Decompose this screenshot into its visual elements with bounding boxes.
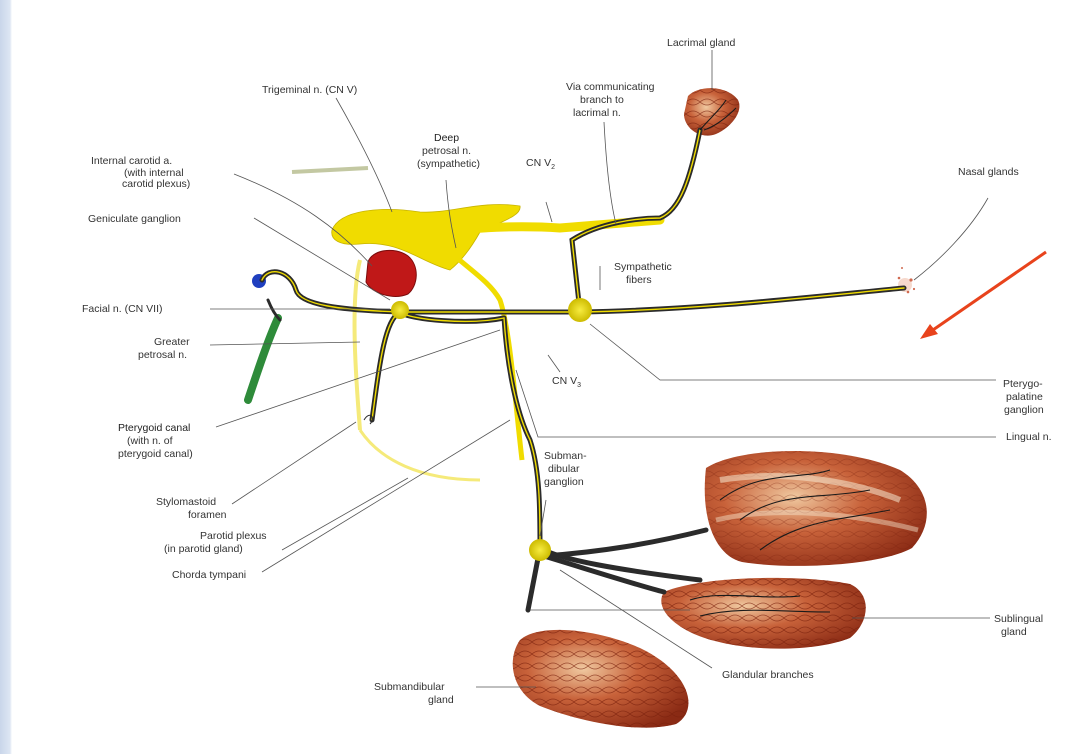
label-parotid-2: (in parotid gland) <box>164 543 243 555</box>
label-facial: Facial n. (CN VII) <box>82 303 163 315</box>
label-submandibular-gland-2: gland <box>428 694 454 706</box>
label-via-communicating-2: branch to <box>580 94 624 106</box>
facial-green-segment <box>248 318 278 400</box>
label-sympathetic-2: fibers <box>626 274 652 286</box>
lacrimal-gland-shape <box>684 88 739 135</box>
submandibular-ganglion <box>529 539 551 561</box>
label-pterygoid-canal-3: pterygoid canal) <box>118 448 193 460</box>
label-glandular: Glandular branches <box>722 669 814 681</box>
label-cn-v3-sub: 3 <box>577 382 581 389</box>
submandibular-gland-shape <box>513 630 689 728</box>
label-cn-v3-text: CN V <box>552 375 577 387</box>
label-sympathetic-1: Sympathetic <box>614 261 672 273</box>
geniculate-ganglion <box>391 301 409 319</box>
label-trigeminal: Trigeminal n. (CN V) <box>262 84 357 96</box>
parotid-like-gland-shape <box>705 451 927 566</box>
label-pterygopalatine-3: ganglion <box>1004 404 1044 416</box>
label-cn-v2-text: CN V <box>526 157 551 169</box>
sublingual-gland-shape <box>661 578 865 649</box>
label-via-communicating-1: Via communicating <box>566 81 655 93</box>
label-deep-petrosal-2: petrosal n. <box>422 145 471 157</box>
label-sublingual-1: Sublingual <box>994 613 1043 625</box>
label-pterygopalatine-1: Pterygo- <box>1003 378 1043 390</box>
label-cn-v2-sub: 2 <box>551 164 555 171</box>
label-chorda: Chorda tympani <box>172 569 246 581</box>
label-pterygoid-canal-2: (with n. of <box>127 435 173 447</box>
label-submandibular-ganglion-3: ganglion <box>544 476 584 488</box>
label-deep-petrosal-1: Deep <box>434 132 459 144</box>
label-cn-v3: CN V3 <box>552 375 581 389</box>
label-via-communicating-3: lacrimal n. <box>573 107 621 119</box>
label-parotid-1: Parotid plexus <box>200 530 267 542</box>
label-geniculate: Geniculate ganglion <box>88 213 181 225</box>
label-pterygopalatine-2: palatine <box>1006 391 1043 403</box>
label-lingual: Lingual n. <box>1006 431 1052 443</box>
trigeminal-nerve-shape <box>332 204 660 480</box>
label-greater-petrosal-2: petrosal n. <box>138 349 187 361</box>
pterygopalatine-ganglion <box>568 298 592 322</box>
internal-carotid-artery-shape <box>366 250 416 296</box>
label-submandibular-gland-1: Submandibular <box>374 681 445 693</box>
label-internal-carotid-3: carotid plexus) <box>122 178 190 190</box>
label-sublingual-2: gland <box>1001 626 1027 638</box>
label-greater-petrosal-1: Greater <box>154 336 190 348</box>
red-annotation-arrow <box>920 252 1046 339</box>
label-submandibular-ganglion-2: dibular <box>548 463 580 475</box>
label-nasal-glands: Nasal glands <box>958 166 1019 178</box>
label-stylomastoid-2: foramen <box>188 509 227 521</box>
label-cn-v2: CN V2 <box>526 157 555 171</box>
label-internal-carotid-1: Internal carotid a. <box>91 155 172 167</box>
leader-lines <box>210 50 996 687</box>
label-submandibular-ganglion-1: Subman- <box>544 450 587 462</box>
sympathetic-faint-fiber <box>292 168 368 172</box>
label-lacrimal-gland: Lacrimal gland <box>667 37 735 49</box>
label-pterygoid-canal-1: Pterygoid canal <box>118 422 190 434</box>
label-deep-petrosal-3: (sympathetic) <box>417 158 480 170</box>
label-stylomastoid-1: Stylomastoid <box>156 496 216 508</box>
